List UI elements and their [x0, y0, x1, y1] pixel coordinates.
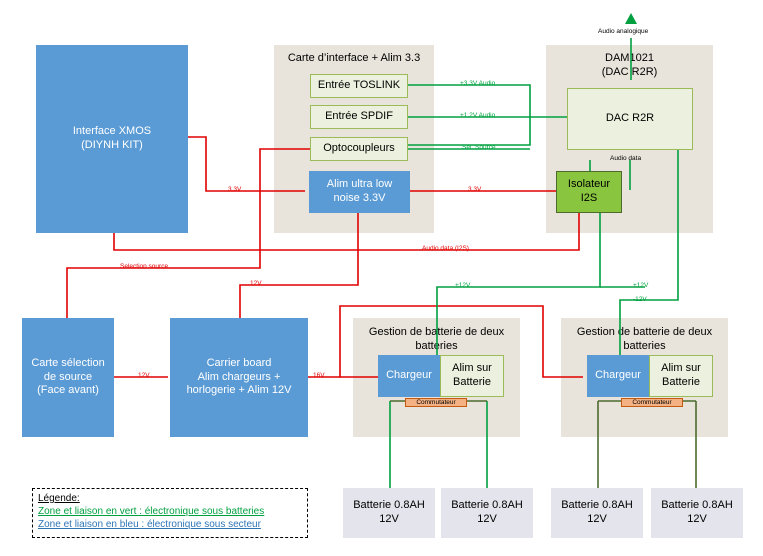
legend-title: Légende: — [38, 493, 80, 504]
label-plus33v-audio: +3.3V Audio — [460, 80, 496, 87]
arrow-audio-analog — [625, 13, 637, 24]
isolateur-i2s: Isolateur I2S — [556, 171, 622, 213]
chargeur-1: Chargeur — [378, 355, 440, 397]
interface-zone-title: Carte d’interface + Alim 3.3 — [287, 52, 421, 64]
batterie-2: Batterie 0.8AH 12V — [441, 488, 533, 538]
wire-carrier-12v — [239, 213, 359, 318]
wire-16v-charger1 — [308, 305, 583, 378]
batterie-1: Batterie 0.8AH 12V — [343, 488, 435, 538]
optocoupleurs: Optocoupleurs — [310, 137, 408, 161]
carte-selection-source: Carte sélection de source (Face avant) — [22, 318, 114, 437]
commutateur-2: Commutateur — [621, 398, 683, 407]
dam-zone-title: DAM1021 (DAC R2R) — [601, 52, 658, 78]
legend: Légende: Zone et liaison en vert : élect… — [32, 488, 308, 538]
label-plus12v-a: +12V — [455, 282, 471, 289]
label-minus12v: -12V — [633, 296, 647, 303]
wire-commutator2 — [597, 401, 697, 488]
label-33v-right: 3.3V — [468, 186, 482, 193]
wire-audio-data-i2s — [113, 213, 580, 251]
wire-plus12v — [436, 213, 601, 355]
battery-zone-2-title: Gestion de batterie de deux batteries — [576, 326, 713, 352]
label-audio-data: Audio data — [610, 155, 642, 162]
wire-selection-source — [66, 148, 310, 318]
label-plus12v-audio: +1.2V Audio — [460, 112, 496, 119]
wire-minus12v — [619, 150, 679, 355]
label-selection-source: Selection source — [120, 263, 169, 270]
entree-spdif: Entrée SPDIF — [310, 105, 408, 129]
legend-blue: Zone et liaison en bleu : électronique s… — [38, 519, 261, 530]
dac-r2r: DAC R2R — [567, 88, 693, 150]
label-audio-data-i2s: Audio data (I2S) — [422, 245, 469, 252]
xmos-interface: Interface XMOS (DIYNH KIT) — [36, 45, 188, 233]
alim-ultra-low-noise: Alim ultra low noise 3.3V — [309, 171, 410, 213]
chargeur-2: Chargeur — [587, 355, 649, 397]
commutateur-1: Commutateur — [405, 398, 467, 407]
entree-toslink: Entrée TOSLINK — [310, 74, 408, 98]
label-plus12v-b: +12V — [633, 282, 649, 289]
batterie-4: Batterie 0.8AH 12V — [651, 488, 743, 538]
alim-sur-batterie-1: Alim sur Batterie — [440, 355, 504, 397]
legend-green: Zone et liaison en vert : électronique s… — [38, 506, 265, 517]
label-33v-left: 3.3V — [228, 186, 242, 193]
wire-commutator1 — [389, 401, 488, 488]
batterie-3: Batterie 0.8AH 12V — [551, 488, 643, 538]
label-12v-selection: 12V — [138, 372, 150, 379]
label-audio-analogique: Audio analogique — [598, 28, 649, 35]
carrier-board: Carrier board Alim chargeurs + horlogeri… — [170, 318, 308, 437]
label-12v-carrier: 12V — [250, 280, 262, 287]
wire-toslink-audio — [408, 84, 531, 146]
label-16v: 16V — [313, 372, 325, 379]
label-sel-source: Sel. Source — [462, 144, 496, 151]
alim-sur-batterie-2: Alim sur Batterie — [649, 355, 713, 397]
wire-xmos-33v — [188, 136, 305, 192]
